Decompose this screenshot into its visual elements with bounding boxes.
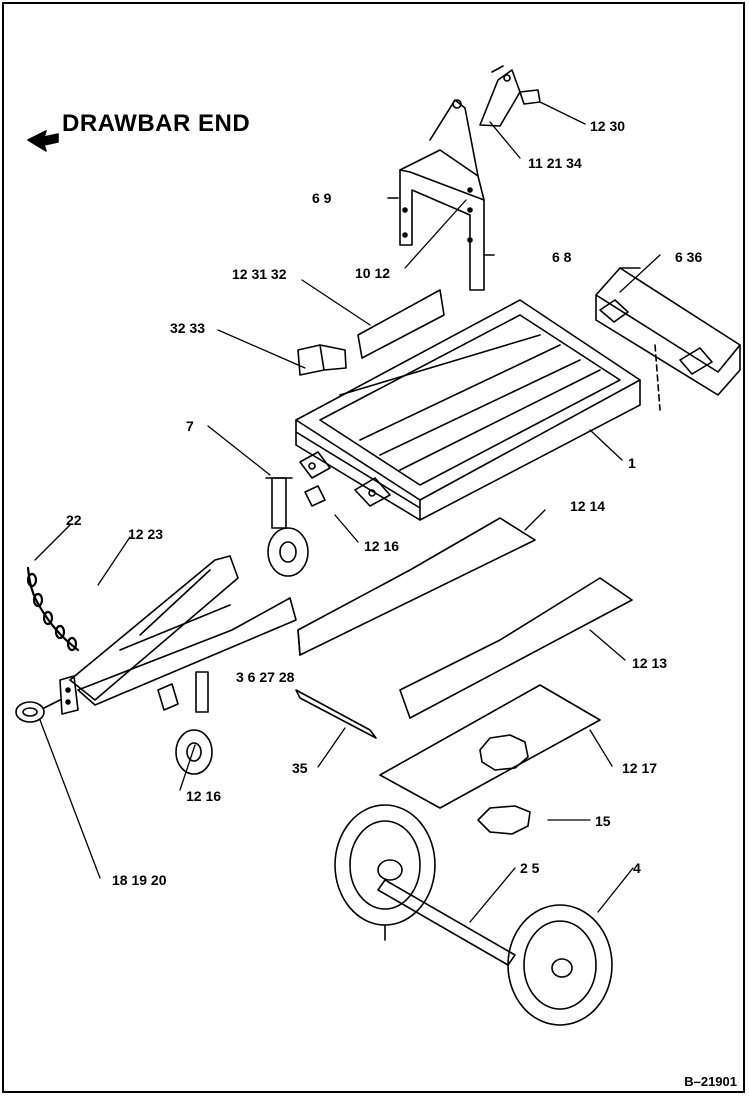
callout-12-31-32: 12 31 32	[232, 266, 287, 282]
callout-11-21-34: 11 21 34	[528, 155, 582, 171]
hitch-plate	[479, 65, 541, 127]
leader-lines	[34, 101, 661, 923]
callout-32-33: 32 33	[170, 320, 206, 336]
axle-assembly	[334, 804, 613, 1026]
floor-panel-2	[399, 577, 633, 719]
callout-6-8: 6 8	[552, 249, 572, 265]
callout-6-9: 6 9	[312, 190, 332, 206]
callout-2-5: 2 5	[520, 860, 540, 876]
callout-35: 35	[292, 760, 308, 776]
caster-jack	[157, 671, 213, 775]
callout-12-23: 12 23	[128, 526, 164, 542]
page-title: DRAWBAR END	[62, 110, 251, 137]
callout-10-12: 10 12	[355, 265, 391, 281]
safety-chain	[26, 566, 80, 652]
main-frame	[295, 299, 641, 521]
callout-1: 1	[628, 455, 636, 471]
callout-3-6-27-28: 3 6 27 28	[236, 669, 295, 685]
callout-7: 7	[186, 418, 194, 434]
callout-12-16-top: 12 16	[364, 538, 400, 554]
drawbar-tongue	[59, 555, 297, 715]
upper-bracket	[387, 99, 495, 291]
figure-number: B–21901	[684, 1074, 737, 1089]
hitch-ring	[15, 699, 61, 723]
floor-panel-3	[379, 684, 601, 809]
floor-plate-cover	[477, 805, 531, 835]
callout-22: 22	[66, 512, 82, 528]
direction-arrow-icon	[27, 130, 59, 152]
callout-12-30: 12 30	[590, 118, 626, 134]
cover-plates	[297, 289, 445, 376]
callout-15: 15	[595, 813, 611, 829]
callout-18-19-20: 18 19 20	[112, 872, 167, 888]
callout-12-14: 12 14	[570, 498, 606, 514]
rear-crossmember	[595, 267, 741, 411]
callout-12-13: 12 13	[632, 655, 668, 671]
angle-strip	[295, 689, 377, 739]
callout-6-36: 6 36	[675, 249, 703, 265]
jack-stand-top	[265, 477, 326, 577]
floor-panel-1	[297, 517, 536, 656]
callout-12-16-bottom: 12 16	[186, 788, 222, 804]
callout-12-17: 12 17	[622, 760, 658, 776]
callout-4: 4	[633, 860, 641, 876]
